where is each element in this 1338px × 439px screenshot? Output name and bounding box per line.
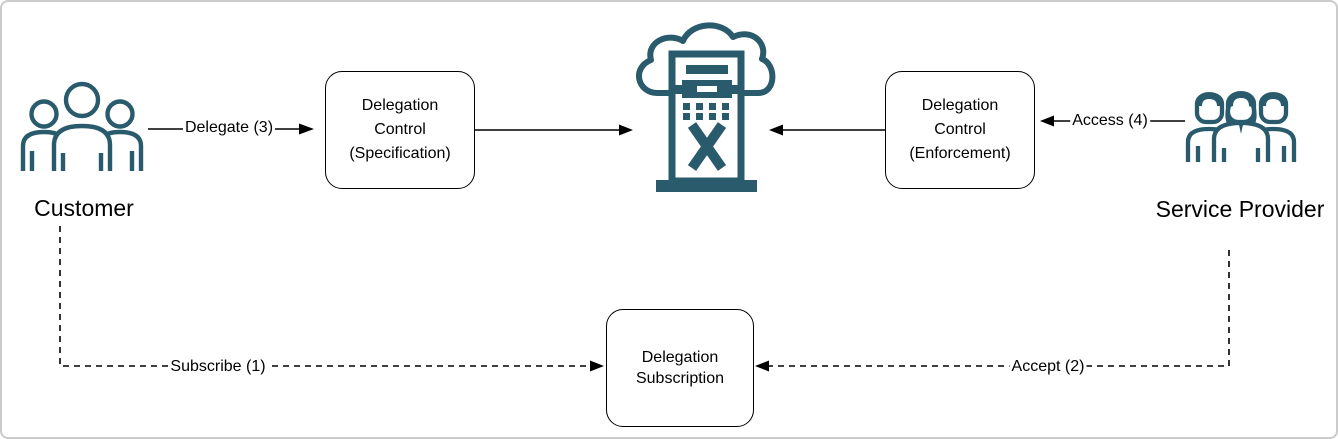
accept-line	[769, 250, 1230, 367]
delegation-subscription-box: Delegation Subscription	[606, 309, 754, 427]
service-provider-label-line2: Provider	[1238, 196, 1325, 222]
enforcement-box-line2: Control	[934, 121, 986, 138]
spec-box-line3: (Specification)	[349, 145, 451, 162]
customer-head-left	[29, 99, 59, 129]
provider-hair-right	[1260, 92, 1287, 106]
delegation-control-enforcement-box: Delegation Control (Enforcement)	[885, 71, 1035, 189]
accept-edge-label: Accept (2)	[1009, 358, 1087, 376]
provider-hair-middle	[1227, 91, 1255, 108]
service-provider-label: Service Provider	[1156, 195, 1325, 223]
customer-head-middle	[63, 81, 101, 119]
subscribe-edge-label: Subscribe (1)	[168, 358, 268, 376]
accept-edge	[755, 250, 1230, 372]
enforcement-box-line3: (Enforcement)	[909, 145, 1011, 162]
customer-label: Customer	[34, 195, 134, 221]
access-edge-label: Access (4)	[1070, 112, 1150, 130]
delegation-control-specification-box: Delegation Control (Specification)	[325, 71, 475, 189]
subscription-box-line1: Delegation	[641, 349, 719, 366]
delegate-arrowhead	[299, 123, 314, 135]
customer-icon	[20, 81, 144, 171]
server-key-6	[696, 113, 703, 120]
enforcement-to-cloud-arrowhead	[769, 124, 783, 136]
subscribe-arrowhead	[590, 360, 604, 372]
access-arrowhead	[1040, 115, 1054, 127]
enforcement-box-line1: Delegation	[921, 97, 999, 114]
provider-hairstrand-right	[1250, 104, 1257, 124]
delegate-edge-label: Delegate (3)	[182, 119, 276, 137]
spec-to-cloud-arrowhead	[619, 124, 633, 136]
server-key-5	[683, 113, 690, 120]
server-drive-slot	[697, 86, 717, 92]
subscribe-line	[59, 226, 590, 367]
spec-box-line1: Delegation	[361, 97, 439, 114]
subscription-box-line2: Subscription	[635, 370, 725, 387]
provider-hair-left	[1196, 92, 1223, 106]
server-key-2	[696, 103, 703, 110]
accept-arrowhead	[755, 360, 769, 372]
subscribe-edge	[59, 226, 604, 372]
spec-to-cloud-edge	[475, 124, 633, 136]
service-provider-icon	[1185, 91, 1297, 162]
service-provider-label-line1: Service	[1155, 196, 1233, 222]
server-key-7	[709, 113, 716, 120]
customer-head-right	[105, 99, 135, 129]
cloud-server-icon	[636, 22, 776, 192]
server-key-1	[683, 103, 690, 110]
server-key-8	[722, 113, 729, 120]
provider-tie-middle	[1238, 120, 1244, 134]
server-key-4	[722, 103, 729, 110]
spec-box-line2: Control	[374, 121, 426, 138]
enforcement-to-cloud-edge	[769, 124, 885, 136]
server-x-stroke-2	[687, 122, 727, 171]
customer-body-middle	[51, 123, 113, 171]
server-top-bar	[686, 65, 728, 74]
provider-hairstrand-left	[1225, 104, 1232, 124]
server-drive-tab-right	[732, 85, 740, 94]
server-key-3	[709, 103, 716, 110]
server-drive-tab-left	[674, 85, 682, 94]
